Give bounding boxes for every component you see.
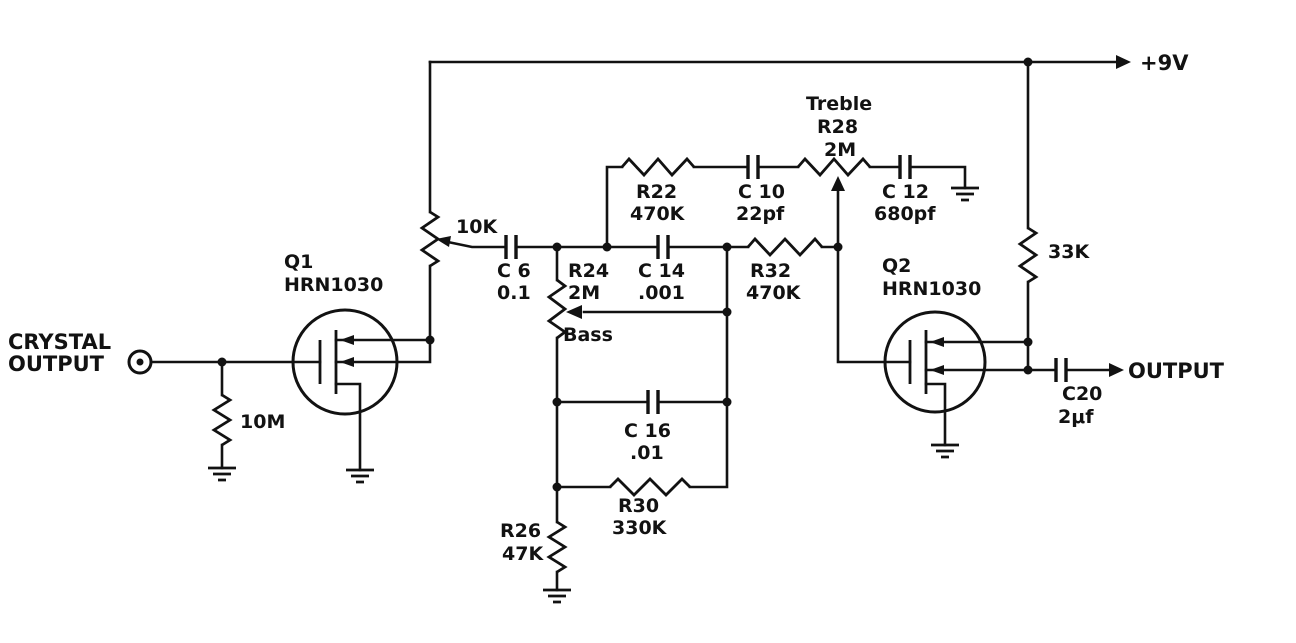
c14-value-label: .001 (638, 282, 685, 304)
resistor-33k-label: 33K (1048, 241, 1090, 263)
q2-part-label: HRN1030 (882, 278, 981, 300)
ground-icon-q2-source (931, 443, 959, 459)
r26-value-label: 47K (502, 543, 544, 565)
q2-drain-arrow-icon (930, 337, 944, 347)
r28-name-label: R28 (817, 116, 858, 138)
capacitor-c6 (504, 235, 518, 259)
resistor-r22 (620, 156, 696, 178)
potentiometer-10k (419, 210, 441, 268)
q2-substrate-arrow-icon (930, 365, 944, 375)
c6-value-label: 0.1 (497, 282, 531, 304)
wire-tone-network (555, 188, 887, 592)
r30-value-label: 330K (612, 517, 668, 539)
ground-icon-c12 (951, 186, 979, 202)
junction-dot (425, 335, 435, 345)
volume-pot-label: 10K (456, 216, 498, 238)
transistor-q1 (291, 308, 399, 416)
junction-dot (1023, 365, 1033, 375)
r24-name-label: R24 (568, 260, 609, 282)
junction-dot (1023, 57, 1033, 67)
junction-dot (552, 482, 562, 492)
q1-drain-arrow-icon (340, 335, 354, 345)
capacitor-c20 (1054, 358, 1068, 382)
capacitor-c14 (656, 235, 670, 259)
junction-dot (552, 242, 562, 252)
junction-dot (722, 307, 732, 317)
potentiometer-r28-treble (796, 156, 872, 178)
potentiometer-r24-bass (546, 278, 568, 340)
c16-value-label: .01 (630, 442, 664, 464)
c20-name-label: C20 (1062, 383, 1102, 405)
capacitor-c12 (898, 155, 912, 179)
q1-gate-and-channel-bars (318, 330, 338, 394)
resistor-r26 (546, 520, 568, 574)
capacitor-c10 (746, 155, 760, 179)
r28-value-label: 2M (824, 139, 856, 161)
treble-wiper-arrow-icon (831, 176, 845, 191)
c16-name-label: C 16 (624, 420, 671, 442)
q2-gate-and-channel-bars (908, 330, 928, 394)
junction-dot (833, 242, 843, 252)
resistor-10m-label: 10M (240, 411, 285, 433)
c20-value-label: 2μf (1058, 406, 1094, 428)
input-label-line2: OUTPUT (8, 352, 105, 376)
junction-dots (217, 57, 1033, 492)
transistor-q2 (883, 310, 987, 414)
c14-name-label: C 14 (638, 260, 685, 282)
junction-dot (602, 242, 612, 252)
junction-dot (1023, 337, 1033, 347)
resistor-10m (211, 393, 233, 447)
c12-value-label: 680pf (874, 203, 936, 225)
resistor-33k (1017, 226, 1039, 284)
r22-name-label: R22 (636, 181, 677, 203)
q1-body-circle (291, 308, 399, 416)
input-label-line1: CRYSTAL (8, 330, 111, 354)
supply-label: +9V (1140, 51, 1189, 75)
jack-center-pin (136, 358, 144, 366)
wire-q2-stage (883, 340, 1110, 447)
bass-wiper-arrow-icon (566, 305, 582, 319)
c12-name-label: C 12 (882, 181, 929, 203)
q1-substrate-arrow-icon (340, 357, 354, 367)
r32-name-label: R32 (750, 260, 791, 282)
resistor-r32 (746, 236, 824, 258)
treble-control-label: Treble (806, 93, 872, 115)
wire-supply-rail (428, 60, 1118, 372)
ground-icon-q1-source (346, 468, 374, 484)
junction-dot (722, 397, 732, 407)
r22-value-label: 470K (630, 203, 686, 225)
jack-outer-ring (127, 349, 153, 375)
ground-icon-input (208, 466, 236, 482)
crystal-input-jack (127, 349, 153, 375)
junction-dot (552, 397, 562, 407)
c10-name-label: C 10 (738, 181, 785, 203)
r26-name-label: R26 (500, 520, 541, 542)
r24-value-label: 2M (568, 282, 600, 304)
output-arrow-icon (1109, 363, 1124, 377)
output-label: OUTPUT (1128, 359, 1225, 383)
wire-coupling-and-feedback (441, 165, 967, 249)
supply-arrow-icon (1116, 55, 1131, 69)
q1-name-label: Q1 (284, 251, 313, 273)
q1-part-label: HRN1030 (284, 274, 383, 296)
ground-icon-r26 (543, 588, 571, 604)
junction-dot (217, 357, 227, 367)
volume-wiper-arrow-icon (436, 236, 451, 247)
resistor-r30 (609, 477, 691, 497)
capacitor-c16 (646, 390, 660, 414)
r30-name-label: R30 (618, 495, 659, 517)
bass-control-label: Bass (563, 324, 613, 346)
q2-body-circle (883, 310, 987, 414)
c6-name-label: C 6 (497, 260, 531, 282)
q2-name-label: Q2 (882, 255, 911, 277)
junction-dot (722, 242, 732, 252)
r32-value-label: 470K (746, 282, 802, 304)
c10-value-label: 22pf (736, 203, 785, 225)
